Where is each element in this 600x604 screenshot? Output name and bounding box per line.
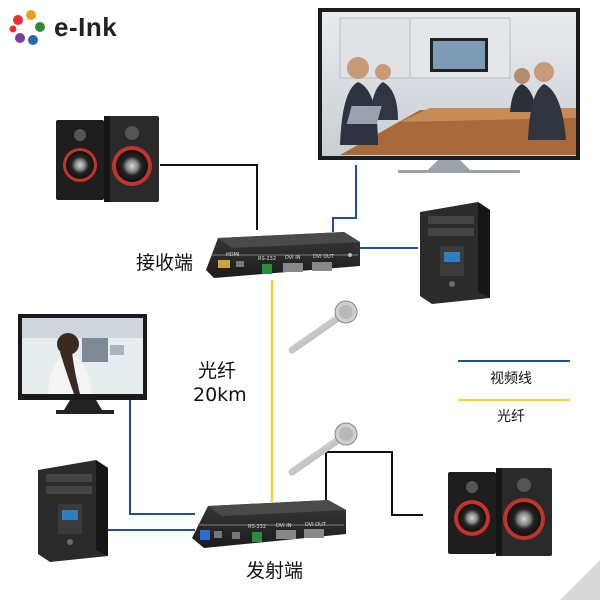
- transmitter-port-rs232: RS-232: [248, 524, 266, 530]
- logo-icon: [9, 10, 45, 45]
- speaker-pair-receiver-icon: [56, 116, 159, 202]
- receiver-port-dvi-in: DVI IN: [285, 255, 301, 261]
- page-curl: [560, 560, 600, 600]
- transmitter-port-dvi-in: DVI IN: [276, 523, 292, 529]
- speaker-pair-transmitter-icon: [448, 468, 552, 556]
- audio-cables: [160, 164, 423, 516]
- microphone-upper-icon: [288, 300, 358, 354]
- receiver-device: [206, 232, 360, 278]
- fiber-label: 光纤: [198, 360, 237, 382]
- logo-text: e-Ink: [54, 12, 118, 42]
- transmitter-label: 发射端: [246, 560, 304, 582]
- receiver-label: 接收端: [136, 252, 194, 274]
- legend-fiber-label: 光纤: [497, 409, 525, 425]
- receiver-port-dvi-out: DVI OUT: [313, 254, 335, 260]
- video-cables: [100, 165, 418, 531]
- monitor-transmitter-icon: [18, 314, 147, 414]
- microphone-lower-icon: [288, 422, 358, 476]
- tv-display-icon: [318, 8, 580, 173]
- receiver-port-hdmi: HDMI: [226, 252, 239, 258]
- distance-label: 20km: [193, 384, 247, 406]
- transmitter-port-dvi-out: DVI OUT: [305, 522, 327, 528]
- pc-tower-receiver-icon: [420, 202, 490, 304]
- pc-tower-transmitter-icon: [38, 460, 108, 562]
- legend-video-label: 视频线: [490, 371, 532, 387]
- receiver-port-rs232: RS-232: [258, 256, 276, 262]
- transmitter-device: [192, 500, 346, 548]
